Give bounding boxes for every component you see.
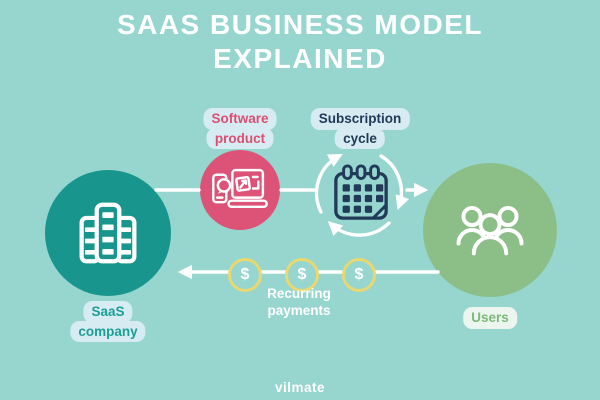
page-title: SAAS BUSINESS MODEL EXPLAINED: [0, 8, 600, 75]
saas-company-label: SaaS company: [70, 301, 146, 342]
recurring-payments-label-line1: Recurring: [267, 286, 331, 301]
dollar-coin-icon: $: [285, 258, 319, 292]
dollar-coin-icon: $: [342, 258, 376, 292]
page-title-line1: SAAS BUSINESS MODEL: [116, 9, 484, 40]
coin-symbol: $: [297, 266, 307, 283]
coin-symbol: $: [240, 266, 250, 283]
users-label: Users: [463, 307, 517, 329]
people-icon: [456, 205, 524, 256]
building-icon: [79, 202, 137, 264]
users-node: [423, 163, 557, 297]
subscription-cycle-label: Subscription cycle: [310, 108, 410, 149]
saas-company-label-line1: SaaS: [83, 301, 133, 323]
software-product-label: Software product: [203, 108, 277, 149]
coin-symbol: $: [354, 266, 364, 283]
saas-company-node: [45, 170, 171, 296]
calendar-icon: [334, 164, 388, 220]
subscription-cycle-node: [332, 164, 390, 222]
software-product-node: [200, 150, 280, 230]
brand-logo: vilmate: [274, 380, 326, 395]
recurring-payments-label-line2: payments: [267, 302, 331, 318]
recurring-payments-label: Recurring payments: [267, 286, 331, 320]
subscription-cycle-label-line2: cycle: [335, 127, 385, 149]
cycle-arc-bottom-arrow: [327, 221, 391, 237]
users-label-text: Users: [463, 307, 517, 329]
software-product-label-line1: Software: [203, 108, 277, 130]
subscription-cycle-label-line1: Subscription: [310, 108, 410, 130]
dollar-coin-icon: $: [228, 258, 262, 292]
page-title-line2: EXPLAINED: [213, 42, 387, 74]
devices-icon: [212, 168, 268, 209]
software-product-label-line2: product: [206, 127, 274, 149]
saas-company-label-line2: company: [70, 320, 146, 342]
